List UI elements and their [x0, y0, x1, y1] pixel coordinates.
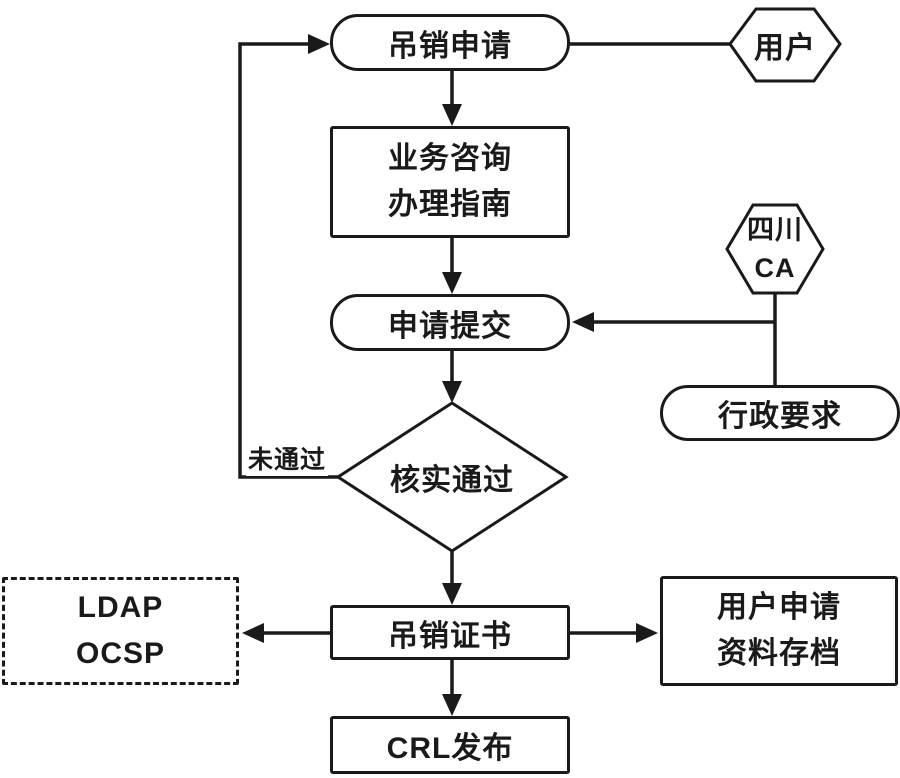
node-user: 用户 — [730, 9, 840, 81]
node-archive-line2: 资料存档 — [717, 637, 841, 670]
node-crl-publish-label: CRL发布 — [386, 732, 514, 765]
connector-ca-to-submit — [572, 312, 775, 332]
connector-application-to-guide — [442, 71, 462, 126]
node-verify-pass: 核实通过 — [354, 403, 550, 551]
node-business-guide-line1: 业务咨询 — [388, 142, 512, 175]
node-ldap-line2: OCSP — [75, 637, 166, 670]
node-user-label: 用户 — [754, 32, 816, 65]
connector-guide-to-submit — [442, 238, 462, 294]
node-ldap-ocsp: LDAP OCSP — [2, 577, 239, 685]
connector-revoke-to-archive — [570, 623, 658, 643]
connector-revoke-to-ldap — [242, 623, 330, 643]
node-business-guide: 业务咨询 办理指南 — [330, 126, 570, 238]
node-sichuan-ca-line1: 四川 — [747, 215, 803, 245]
node-revocation-application: 吊销申请 — [330, 14, 570, 71]
node-verify-pass-label: 核实通过 — [390, 464, 514, 497]
node-archive: 用户申请 资料存档 — [660, 576, 898, 686]
connector-submit-to-verify — [442, 351, 462, 403]
node-application-submit-label: 申请提交 — [388, 309, 512, 343]
node-ldap-line1: LDAP — [77, 591, 164, 624]
node-admin-requirements-label: 行政要求 — [718, 400, 842, 433]
node-business-guide-line2: 办理指南 — [388, 188, 512, 221]
connector-verify-to-revoke — [442, 551, 462, 605]
node-sichuan-ca-line2: CA — [754, 253, 796, 283]
node-admin-requirements: 行政要求 — [660, 385, 900, 441]
hexagon-sichuan-ca-shape — [725, 203, 825, 295]
node-crl-publish: CRL发布 — [330, 716, 570, 774]
node-revoke-certificate-label: 吊销证书 — [388, 619, 512, 653]
diamond-verify-shape — [335, 401, 569, 553]
edge-label-not-passed: 未通过 — [246, 440, 329, 476]
hexagon-user-shape — [728, 7, 842, 83]
node-application-submit: 申请提交 — [330, 294, 570, 351]
connector-notpassed-loop — [238, 34, 338, 479]
node-revocation-application-label: 吊销申请 — [388, 29, 512, 63]
node-revoke-certificate: 吊销证书 — [330, 605, 570, 660]
node-sichuan-ca: 四川 CA — [727, 205, 823, 293]
connector-revoke-to-crl — [442, 660, 462, 716]
node-archive-line1: 用户申请 — [717, 591, 841, 624]
